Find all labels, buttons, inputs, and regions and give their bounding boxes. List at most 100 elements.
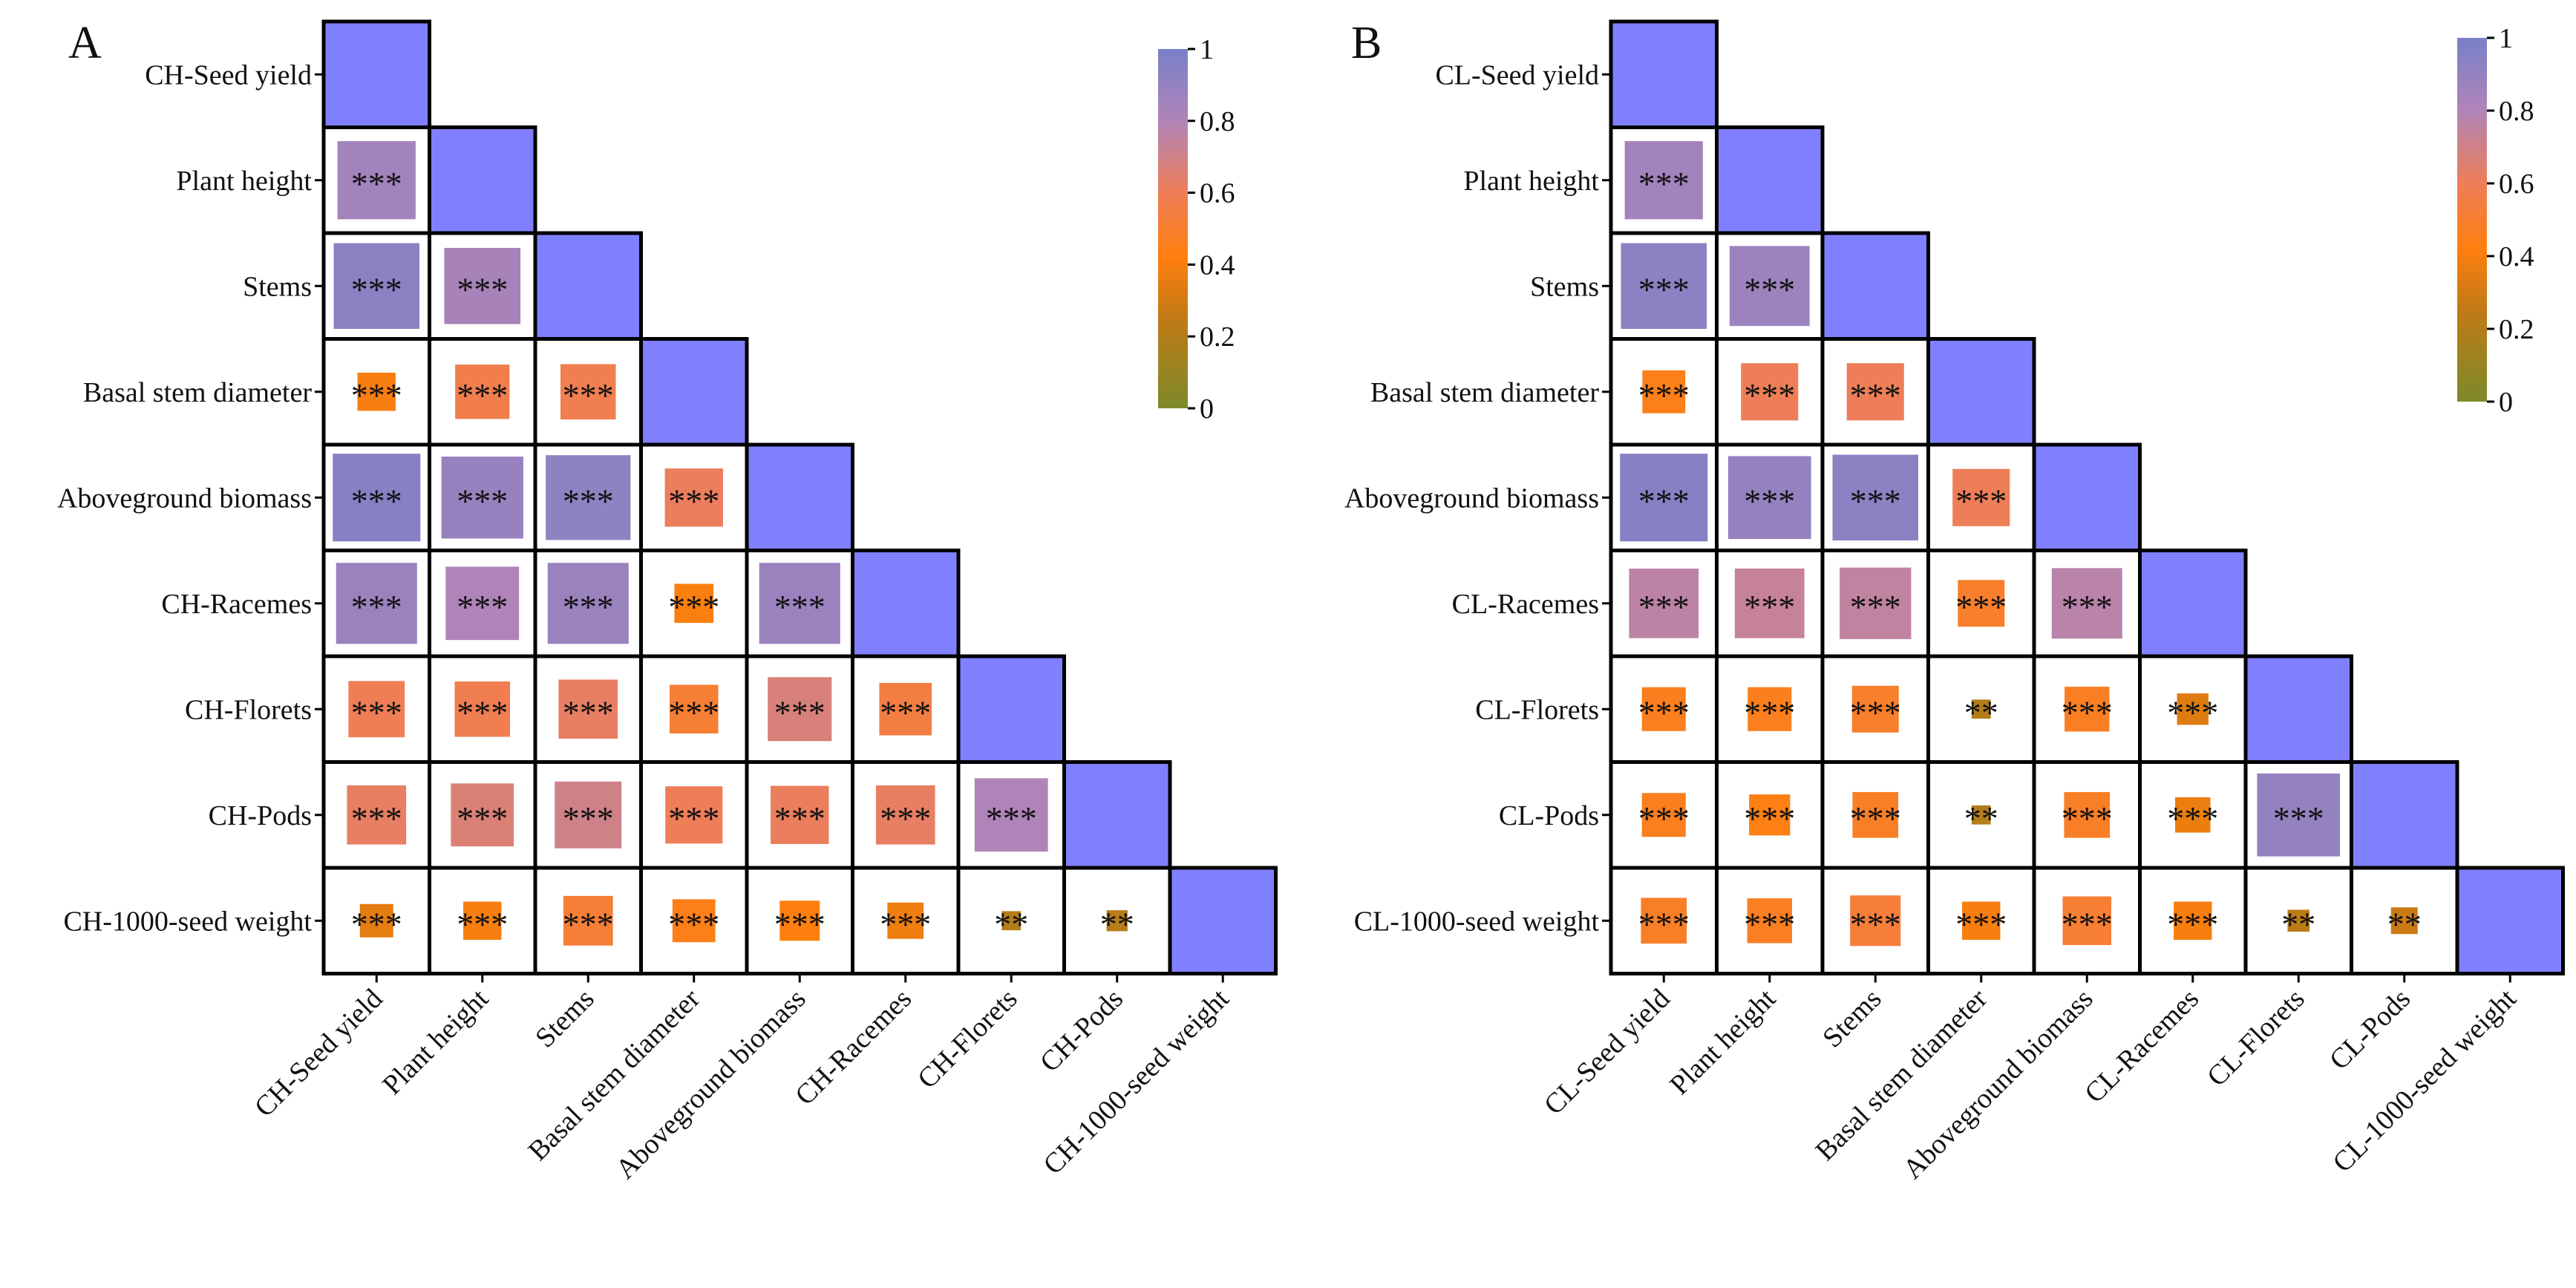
heatmap-cell: *** xyxy=(533,654,643,764)
heatmap-cell: *** xyxy=(1820,442,1930,552)
heatmap-cell: *** xyxy=(428,442,537,552)
diagonal-square xyxy=(1926,337,2036,447)
heatmap-cell xyxy=(2350,760,2459,870)
heatmap-cell: *** xyxy=(1715,866,1825,975)
significance-label: *** xyxy=(774,905,826,943)
diagonal-square xyxy=(1062,760,1172,870)
row-label: CH-Florets xyxy=(185,694,312,725)
significance-label: *** xyxy=(2167,693,2218,731)
row-label: CL-Pods xyxy=(1499,800,1599,831)
significance-label: *** xyxy=(1638,482,1690,520)
correlation-square xyxy=(1846,363,1904,421)
heatmap-cell: *** xyxy=(2243,760,2353,870)
significance-label: *** xyxy=(1955,588,2007,626)
correlation-square xyxy=(2064,791,2111,838)
panel-label: B xyxy=(1351,18,1382,68)
heatmap-cell xyxy=(1715,125,1825,235)
heatmap-cell: *** xyxy=(1715,231,1825,341)
diagonal-square xyxy=(1609,19,1719,129)
heatmap-cell: *** xyxy=(851,866,961,975)
colorbar-tick-label: 0.2 xyxy=(2499,314,2534,345)
significance-label: *** xyxy=(1638,165,1690,203)
correlation-square xyxy=(2065,687,2110,732)
significance-label: *** xyxy=(563,376,614,414)
correlation-square xyxy=(2254,770,2344,860)
row-label: Stems xyxy=(1530,271,1599,302)
significance-label: *** xyxy=(1744,693,1795,731)
correlation-square xyxy=(971,775,1051,855)
row-label: CL-Racemes xyxy=(1452,589,1599,620)
colorbar: 00.20.40.60.81 xyxy=(2457,23,2534,418)
significance-label: *** xyxy=(2167,800,2218,837)
correlation-square xyxy=(1749,794,1791,836)
row-label: Aboveground biomass xyxy=(1344,483,1599,514)
heatmap-cell xyxy=(1609,19,1719,129)
correlation-square xyxy=(674,583,714,624)
correlation-square xyxy=(768,677,832,742)
significance-label: *** xyxy=(1744,270,1795,308)
heatmap-cell: ** xyxy=(2350,866,2459,975)
heatmap-cell: ** xyxy=(1926,760,2036,870)
cell-frame xyxy=(851,866,961,975)
significance-label: *** xyxy=(880,905,931,943)
heatmap-cell: ** xyxy=(1926,654,2036,764)
colorbar-tick-label: 0.8 xyxy=(2499,96,2534,127)
correlation-square xyxy=(1641,793,1686,837)
significance-label: *** xyxy=(668,693,719,731)
correlation-square xyxy=(875,785,935,845)
col-label: CL-Florets xyxy=(2201,983,2311,1093)
correlation-square xyxy=(438,454,526,542)
correlation-square xyxy=(1971,805,1991,825)
significance-label: *** xyxy=(457,482,508,520)
row-label: CH-1000-seed weight xyxy=(63,906,312,937)
correlation-square xyxy=(1971,699,1991,719)
row-label: Stems xyxy=(243,271,312,302)
heatmap-cell xyxy=(2243,654,2353,764)
heatmap-cell: *** xyxy=(428,337,537,447)
heatmap-cell: *** xyxy=(2032,760,2142,870)
heatmap-cell: *** xyxy=(851,654,961,764)
row-label: CH-Pods xyxy=(209,800,312,831)
panel-label: A xyxy=(68,18,102,68)
heatmap-cell: *** xyxy=(1926,549,2036,658)
significance-label: *** xyxy=(2167,905,2218,943)
significance-label: *** xyxy=(1850,693,1901,731)
diagonal-square xyxy=(2138,549,2248,658)
cell-frame xyxy=(639,760,749,870)
diagonal-square xyxy=(1168,866,1278,975)
heatmap-cell xyxy=(956,654,1066,764)
heatmap-cell xyxy=(1926,337,2036,447)
correlation-square xyxy=(451,783,514,847)
heatmap-cell: *** xyxy=(639,549,749,658)
heatmap-cell: *** xyxy=(1926,866,2036,975)
col-label: Stems xyxy=(1817,983,1887,1053)
colorbar-tick-label: 0.6 xyxy=(1200,178,1235,209)
correlation-square xyxy=(1851,685,1899,733)
significance-label: *** xyxy=(1638,270,1690,308)
heatmap-cell: ** xyxy=(956,866,1066,975)
correlation-square xyxy=(1734,568,1805,638)
diagonal-square xyxy=(639,337,749,447)
significance-label: *** xyxy=(1638,800,1690,837)
heatmap-cell: *** xyxy=(745,654,854,764)
correlation-square xyxy=(330,240,423,333)
row-label: Basal stem diameter xyxy=(1370,377,1599,408)
significance-label: *** xyxy=(1638,905,1690,943)
significance-label: *** xyxy=(351,588,402,626)
heatmap-cell: *** xyxy=(745,549,854,658)
heatmap-cell: *** xyxy=(321,231,431,341)
heatmap-cell xyxy=(2455,866,2565,975)
correlation-square xyxy=(664,468,723,527)
significance-label: *** xyxy=(351,905,402,943)
significance-label: *** xyxy=(1850,905,1901,943)
correlation-square xyxy=(348,681,405,738)
col-label: CL-1000-seed weight xyxy=(2327,983,2523,1179)
correlation-square xyxy=(1642,370,1686,413)
heatmap-cell: *** xyxy=(533,866,643,975)
correlation-square xyxy=(1626,565,1702,641)
row-label: CH-Racemes xyxy=(161,589,312,620)
correlation-square xyxy=(1001,911,1021,931)
heatmap-cell: *** xyxy=(1820,866,1930,975)
heatmap-cell xyxy=(428,125,537,235)
heatmap-cell: *** xyxy=(321,442,431,552)
